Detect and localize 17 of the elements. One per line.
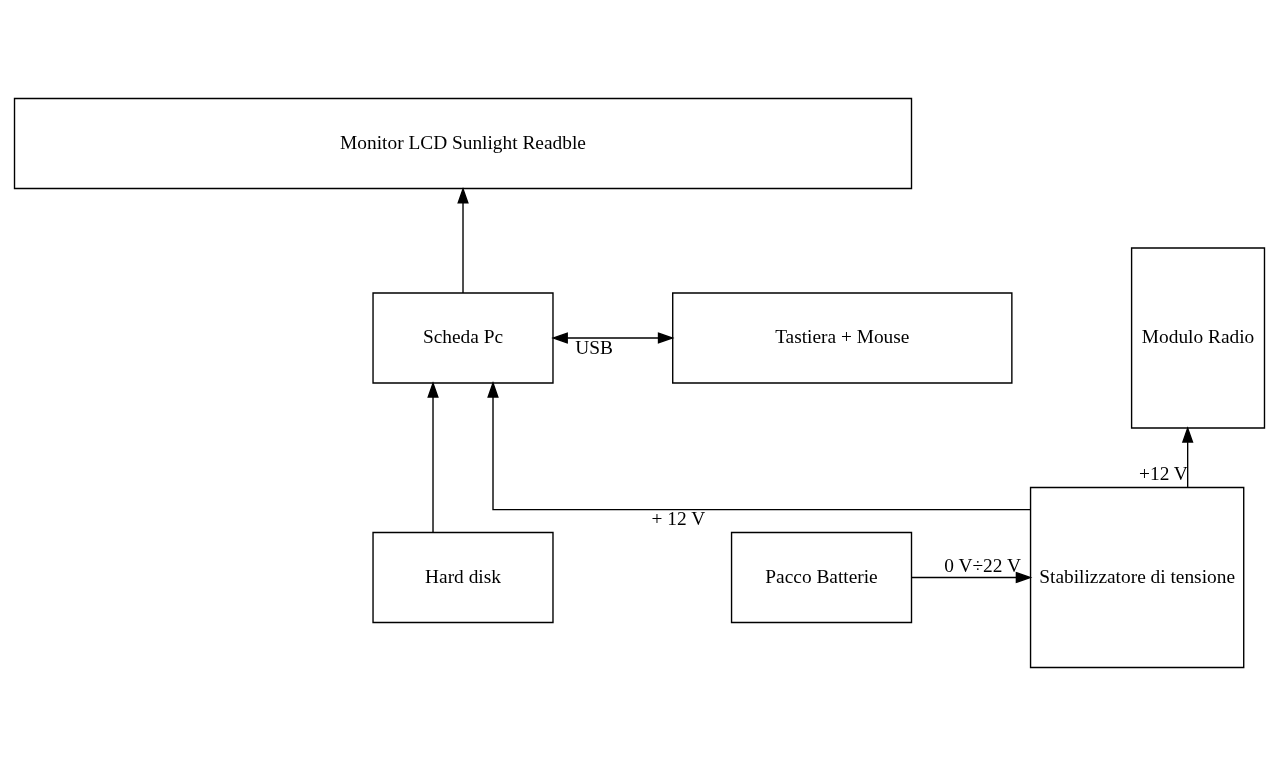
- arrow: [487, 380, 1032, 510]
- node-box: Monitor LCD Sunlight Readble: [13, 97, 913, 189]
- node-box: Modulo Radio: [1130, 246, 1266, 429]
- arrow: [457, 186, 469, 294]
- edge-label: USB: [575, 336, 614, 358]
- arrow: [1181, 425, 1194, 488]
- node-box: Scheda Pc: [372, 291, 554, 384]
- edge-label: 0 V÷22 V: [944, 554, 1021, 576]
- arrow: [910, 571, 1033, 583]
- edge-label: + 12 V: [651, 507, 706, 529]
- node-box: Pacco Batterie: [730, 531, 913, 623]
- arrow: [427, 380, 439, 533]
- node-box: Hard disk: [372, 531, 554, 623]
- arrow: [551, 331, 675, 344]
- edge-label: +12 V: [1139, 462, 1188, 484]
- node-box: Stabilizzatore di tensione: [1029, 486, 1245, 668]
- node-box: Tastiera + Mouse: [672, 291, 1013, 384]
